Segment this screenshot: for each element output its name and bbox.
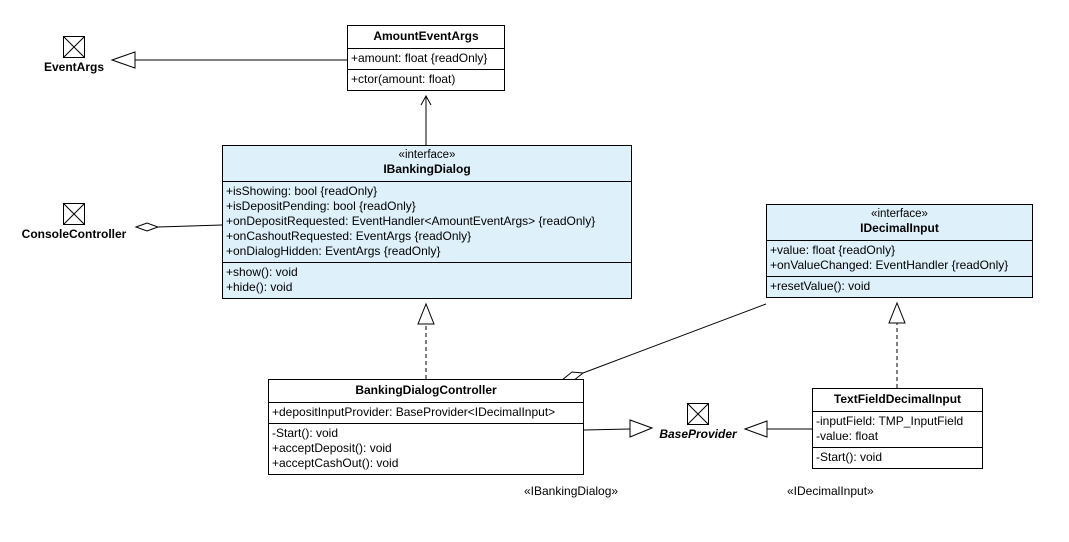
generalization-banking-dialog-controller-to-base-provider [583,428,631,431]
class-banking-dialog-controller[interactable]: BankingDialogController +depositInputPro… [268,379,584,475]
class-name: IBankingDialog [383,162,471,176]
attribute: +onDepositRequested: EventHandler<Amount… [226,214,596,228]
aggregation-console-controller-to-ibanking-dialog [157,224,223,228]
attribute: +value: float {readOnly} [770,243,896,257]
attribute: +isShowing: bool {readOnly} [226,184,378,198]
class-name: IDecimalInput [860,221,939,235]
external-type-icon [687,403,709,425]
operations-section: +resetValue(): void [767,277,1032,297]
operations-section: +show(): void +hide(): void [223,263,631,298]
operations-section: +ctor(amount: float) [348,70,504,90]
realization-label-idecimal-input: «IDecimalInput» [787,484,874,498]
operation: -Start(): void [272,426,339,440]
generalization-arrowhead [110,51,136,69]
aggregation-banking-dialog-controller-to-idecimal-input [582,303,767,374]
operation: +show(): void [226,265,298,279]
attributes-section: -inputField: TMP_InputField -value: floa… [813,412,982,448]
external-type-icon [63,203,85,225]
realization-arrowhead [417,302,435,325]
attribute: +onValueChanged: EventHandler {readOnly} [770,258,1009,272]
operation: +hide(): void [226,280,293,294]
attribute: +amount: float {readOnly} [351,51,488,65]
class-name: TextFieldDecimalInput [833,392,962,406]
generalization-arrowhead [629,419,654,438]
operations-section: -Start(): void [813,448,982,468]
operation: +resetValue(): void [770,279,871,293]
base-provider-type[interactable]: BaseProvider [652,403,744,441]
console-controller-label: ConsoleController [21,227,127,241]
interface-idecimal-input[interactable]: «interface» IDecimalInput +value: float … [766,204,1033,298]
realization-label-ibanking-dialog: «IBankingDialog» [524,484,619,498]
attributes-section: +depositInputProvider: BaseProvider<IDec… [269,403,583,424]
console-controller-type[interactable]: ConsoleController [14,203,134,241]
external-type-icon [63,36,85,58]
attribute: +isDepositPending: bool {readOnly} [226,199,416,213]
operation: +acceptCashOut(): void [272,456,399,470]
event-args-label: EventArgs [43,60,105,74]
attributes-section: +amount: float {readOnly} [348,49,504,70]
operations-section: -Start(): void +acceptDeposit(): void +a… [269,424,583,474]
operation: +acceptDeposit(): void [272,441,392,455]
operation: -Start(): void [816,450,883,464]
realization-arrowhead [888,301,906,324]
stereotype: «interface» [871,208,928,220]
class-text-field-decimal-input[interactable]: TextFieldDecimalInput -inputField: TMP_I… [812,388,983,469]
stereotype: «interface» [398,149,456,161]
attributes-section: +isShowing: bool {readOnly} +isDepositPe… [223,182,631,263]
class-name: AmountEventArgs [373,29,479,43]
event-args-type[interactable]: EventArgs [36,36,112,74]
class-name: BankingDialogController [355,383,497,397]
generalization-arrowhead [743,420,768,438]
operation: +ctor(amount: float) [351,72,456,86]
attribute: -value: float [816,429,879,443]
interface-ibanking-dialog[interactable]: «interface» IBankingDialog +isShowing: b… [222,145,632,299]
attributes-section: +value: float {readOnly} +onValueChanged… [767,241,1032,277]
attribute: -inputField: TMP_InputField [816,414,964,428]
aggregation-diamond [134,222,160,232]
attribute: +onCashoutRequested: EventArgs {readOnly… [226,229,472,243]
class-amount-event-args[interactable]: AmountEventArgs +amount: float {readOnly… [347,25,505,91]
attribute: +onDialogHidden: EventArgs {readOnly} [226,244,441,258]
open-arrowhead [420,94,432,106]
base-provider-label: BaseProvider [659,427,737,441]
attribute: +depositInputProvider: BaseProvider<IDec… [272,405,556,419]
